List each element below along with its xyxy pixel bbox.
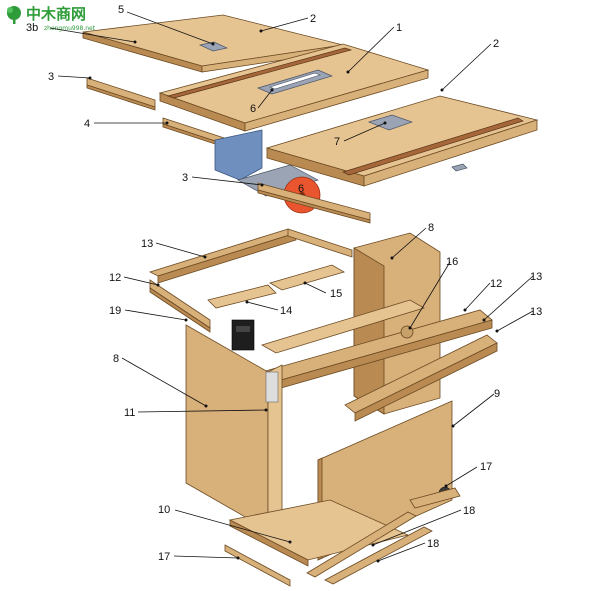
bottom-skid-left (224, 544, 291, 587)
label-13-right-lower: 13 (530, 306, 542, 318)
label-12-left: 12 (109, 272, 121, 284)
frame-right-back (287, 228, 353, 258)
label-13-left: 13 (141, 238, 153, 250)
label-18-upper: 18 (463, 505, 475, 517)
front-rail-upper (86, 77, 156, 108)
caster-mount-board (409, 487, 461, 509)
frame-left-side (149, 279, 211, 329)
label-9: 9 (494, 388, 500, 400)
main-top-miter-rail (166, 47, 353, 99)
frame-back-rail (148, 228, 298, 277)
side-bracket (265, 371, 279, 403)
label-5: 5 (118, 4, 124, 16)
logo-title: 中木商网 (26, 5, 86, 23)
label-18-lower: 18 (427, 538, 439, 550)
label-7: 7 (334, 136, 340, 148)
internal-slat-15 (268, 264, 346, 291)
label-11: 11 (124, 407, 135, 419)
label-4: 4 (84, 118, 90, 130)
bottom-skid-2 (324, 526, 433, 585)
label-15: 15 (330, 288, 342, 300)
site-logo: 中木商网 zhongmu998.net (7, 5, 96, 32)
small-bracket (451, 163, 468, 172)
middle-slat-frame (260, 299, 426, 354)
label-2-right: 2 (493, 38, 499, 50)
internal-slat-14 (207, 284, 277, 309)
label-6-blade: 6 (298, 183, 304, 195)
label-3-left: 3 (48, 71, 54, 83)
label-3-mid: 3 (182, 172, 188, 184)
leader-lines (49, 11, 534, 563)
switch-box (231, 319, 255, 351)
logo-subtitle: zhongmu998.net (44, 25, 96, 32)
left-side-panel (185, 324, 269, 531)
label-3b: 3b (26, 22, 38, 34)
motor-bracket (214, 129, 263, 181)
label-8-left: 8 (113, 353, 119, 365)
label-13-right-upper: 13 (530, 271, 542, 283)
label-16: 16 (446, 256, 458, 268)
router-plate (367, 114, 414, 131)
label-2-top: 2 (310, 13, 316, 25)
part-labels: 5 3b 2 1 2 3 6 4 7 3 6 8 13 16 12 13 12 … (26, 4, 542, 563)
label-19: 19 (109, 305, 121, 317)
right-board-miter-rail (342, 117, 524, 176)
label-1: 1 (396, 22, 402, 34)
label-14: 14 (280, 305, 292, 317)
label-8-top: 8 (428, 222, 434, 234)
bottom-skid-1 (306, 511, 417, 578)
label-10: 10 (158, 504, 170, 516)
label-17-right: 17 (480, 461, 492, 473)
label-6-top: 6 (250, 103, 256, 115)
label-17-left: 17 (158, 551, 170, 563)
label-12-right: 12 (490, 278, 502, 290)
tree-icon (7, 6, 21, 24)
